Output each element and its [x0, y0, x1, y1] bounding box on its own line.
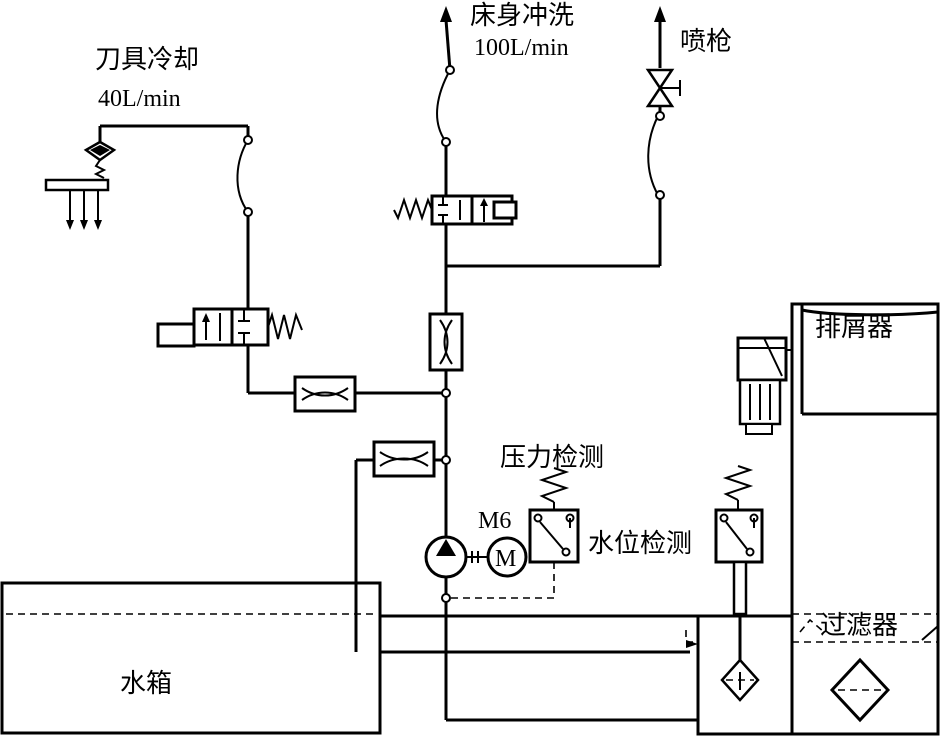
filter-compartment	[380, 614, 792, 736]
water-level-switch	[714, 465, 764, 670]
water-tank-label: 水箱	[120, 669, 172, 699]
water-tank	[0, 581, 382, 735]
main-filter-icon	[829, 657, 891, 723]
junctions	[243, 65, 665, 603]
tool-cooling-flow-label: 40L/min	[98, 86, 181, 112]
coolant-nozzle-icon	[44, 140, 117, 230]
main-supply-line	[436, 6, 452, 540]
conveyor-motor-icon	[736, 336, 792, 435]
bed-flush-label: 床身冲洗	[470, 1, 574, 31]
spray-gun-label: 喷枪	[680, 27, 732, 57]
tool-cooling-label: 刀具冷却	[95, 45, 199, 75]
pump-suction-line	[444, 578, 698, 722]
chip-conveyor-label: 排屑器	[815, 313, 893, 343]
bed-flush-restrictor	[428, 312, 464, 372]
tool-cooling-line	[98, 124, 446, 395]
level-float-filter-icon	[720, 658, 760, 702]
pressure-switch	[446, 467, 580, 599]
tool-cooling-solenoid-valve	[156, 307, 303, 348]
chip-conveyor	[790, 302, 940, 736]
motor-icon: M	[466, 536, 528, 578]
spray-gun-valve-icon	[645, 68, 681, 108]
filter-label: 过滤器	[820, 611, 898, 641]
pressure-detect-label: 压力检测	[500, 443, 604, 473]
bed-flush-solenoid-valve	[393, 194, 518, 226]
motor-symbol-label: M	[495, 546, 516, 572]
bed-flush-flow-label: 100L/min	[474, 35, 569, 61]
motor-id-label: M6	[478, 508, 511, 534]
return-restrictor	[372, 440, 436, 478]
tool-cooling-restrictor	[293, 375, 357, 413]
pump-icon	[424, 535, 468, 579]
water-level-detect-label: 水位检测	[588, 529, 692, 559]
